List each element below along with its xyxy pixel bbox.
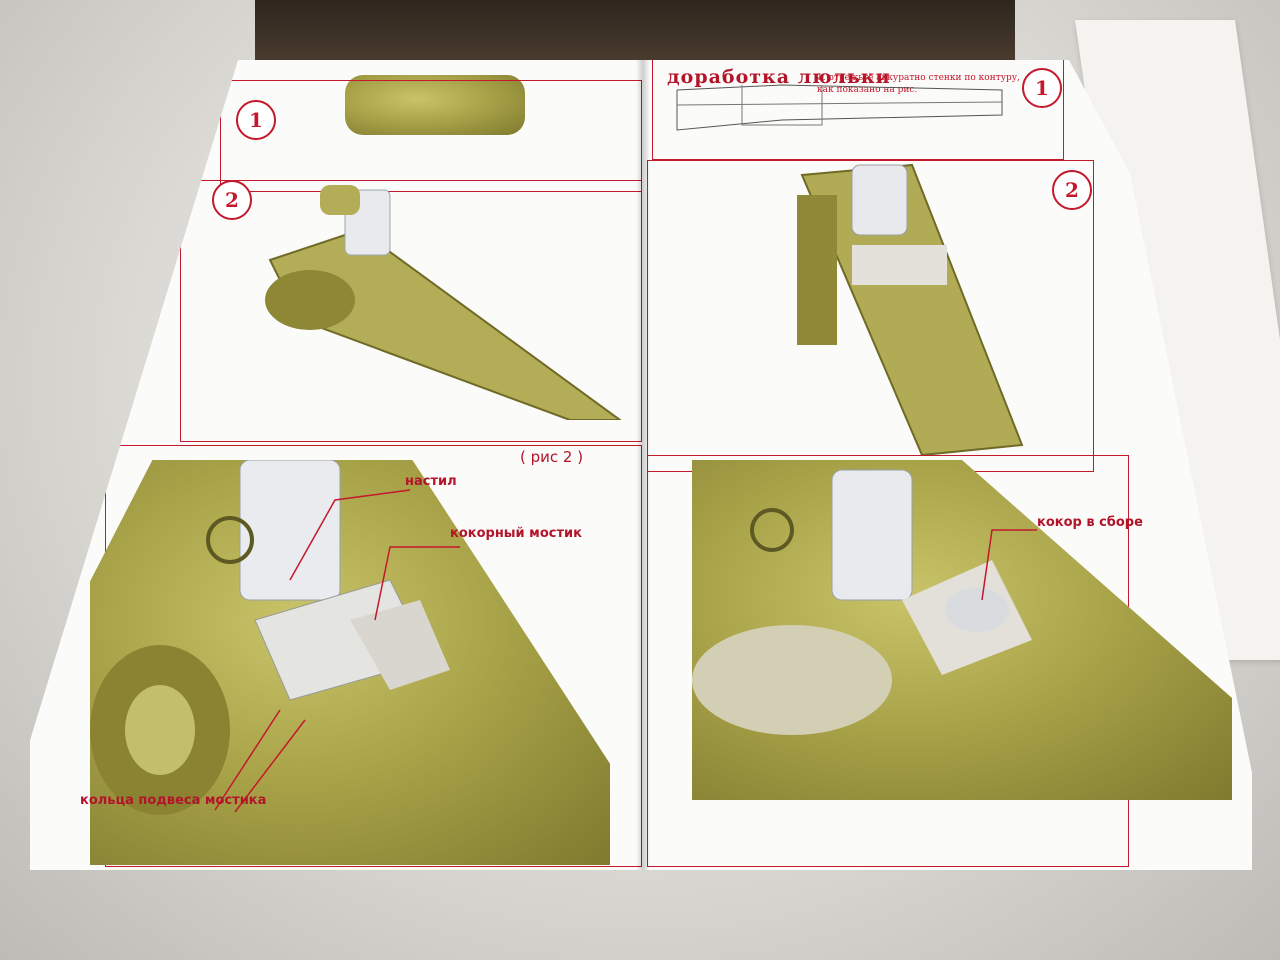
- label-kokorny-mostik: кокорный мостик: [450, 526, 582, 541]
- detail-photo: [90, 460, 610, 865]
- detail-drawing: [90, 460, 450, 815]
- top-view-drawing: [797, 163, 1024, 457]
- left-step1-number: 1: [236, 100, 276, 140]
- howitzer-drawing: [265, 185, 624, 420]
- spine-fold: [636, 60, 650, 870]
- label-kokor-v-sbore: кокор в сборе: [1037, 515, 1143, 530]
- label-nastil: настил: [405, 474, 457, 489]
- right-page-title: доработка люльки: [667, 66, 891, 88]
- figure-caption: ( рис 2 ): [520, 448, 584, 466]
- step1-note: 1. отрежьте аккуратно стенки по контуру,…: [817, 73, 1020, 95]
- step2-model-photo: [250, 170, 630, 420]
- step1-photo: [345, 75, 525, 135]
- right-leader-lines: [981, 529, 1037, 601]
- right-step1-number: 1: [1022, 68, 1062, 108]
- right-step2-number: 2: [1052, 170, 1092, 210]
- label-koltsa: кольца подвеса мостика: [80, 793, 267, 808]
- left-step2-number: 2: [212, 180, 252, 220]
- left-leader-lines: [214, 489, 460, 813]
- right-top-photo: [782, 155, 1042, 465]
- left-step1-frame: [220, 80, 642, 192]
- box-back: [255, 0, 1015, 70]
- right-step1-frame: [652, 60, 1064, 160]
- left-step2-frame: [180, 180, 642, 442]
- cradle-outline-drawing: [676, 84, 1003, 131]
- right-detail-drawing: [692, 469, 1032, 735]
